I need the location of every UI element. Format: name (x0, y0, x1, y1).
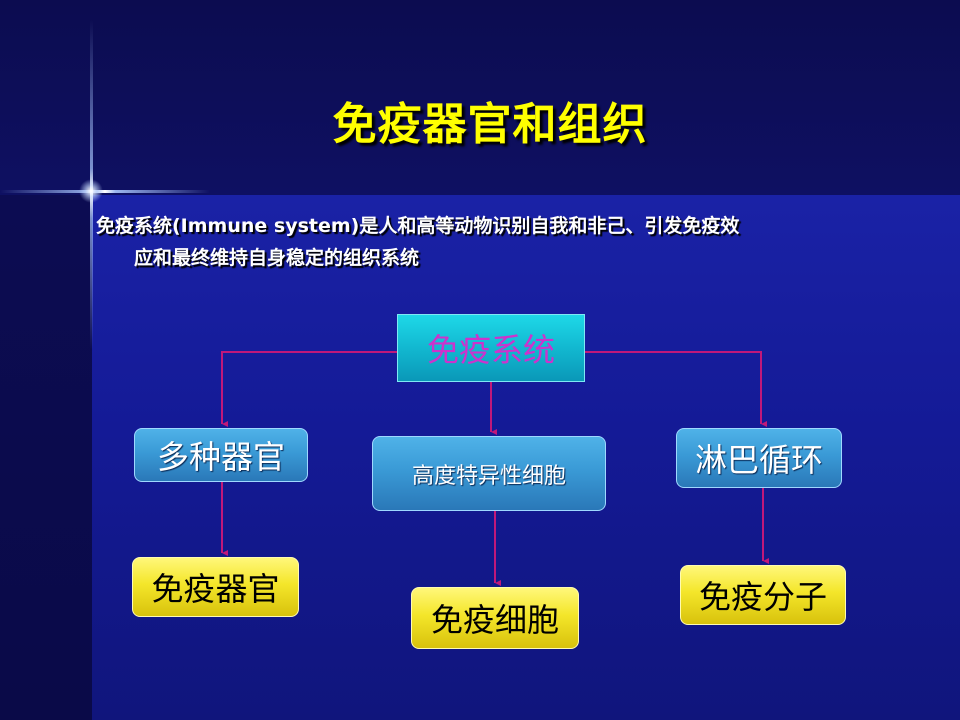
node-immune-organs: 免疫器官 (132, 557, 299, 617)
connector-root-to-right (585, 351, 761, 424)
background-top (0, 0, 960, 195)
slide-title: 免疫器官和组织 (332, 99, 648, 150)
background-left-strip (0, 195, 92, 720)
definition-paragraph: 免疫系统(Immune system)是人和高等动物识别自我和非己、引发免疫效 … (96, 210, 916, 274)
node-immune-system: 免疫系统 (397, 314, 585, 382)
node-lymph-circulation: 淋巴循环 (676, 428, 842, 488)
connector-root-to-left (221, 351, 397, 424)
node-multiple-organs: 多种器官 (134, 428, 308, 482)
sparkle-horizontal-beam (0, 190, 210, 193)
node-specific-cells: 高度特异性细胞 (372, 436, 606, 511)
node-immune-cells: 免疫细胞 (411, 587, 579, 649)
node-immune-molecules: 免疫分子 (680, 565, 846, 625)
sparkle-star-icon (79, 179, 103, 203)
definition-line-1: 免疫系统(Immune system)是人和高等动物识别自我和非己、引发免疫效 (96, 215, 740, 237)
definition-line-2: 应和最终维持自身稳定的组织系统 (134, 247, 420, 269)
